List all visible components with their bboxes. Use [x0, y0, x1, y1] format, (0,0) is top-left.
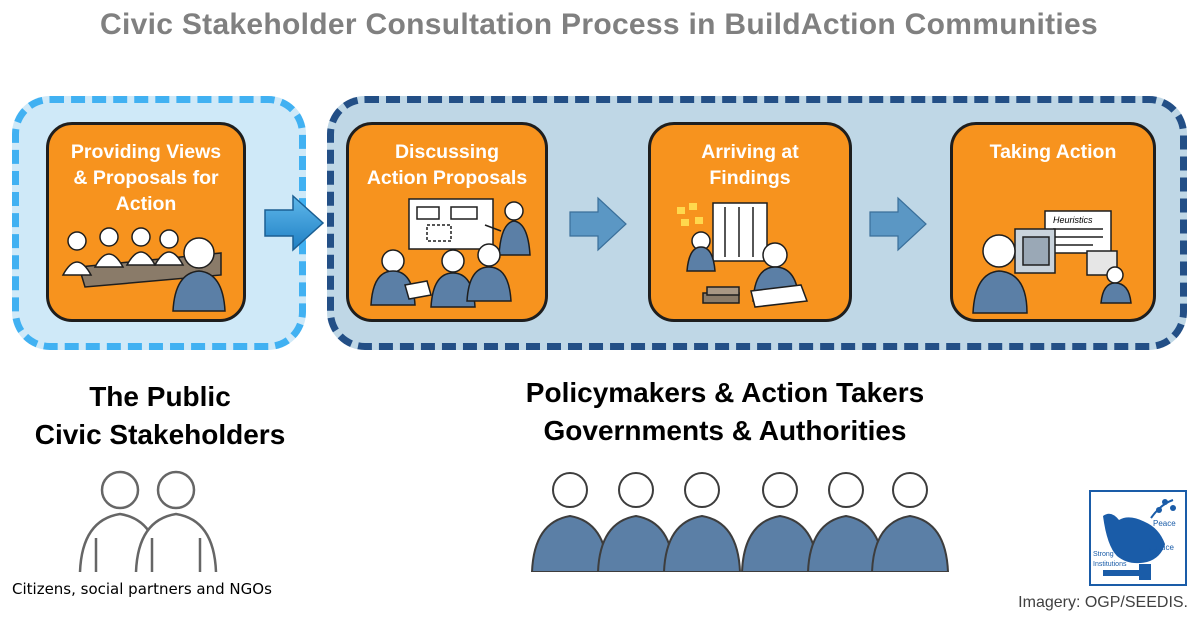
- public-heading-line2: Civic Stakeholders: [34, 419, 286, 450]
- stage-label: Providing Views & Proposals for Action: [70, 141, 222, 215]
- logo-justice-text: Justice: [1149, 543, 1174, 552]
- taking-action-illustration: Heuristics: [972, 210, 1132, 314]
- stage-label: Taking Action: [989, 141, 1117, 163]
- heuristics-board-label: Heuristics: [1053, 215, 1093, 225]
- page-title: Civic Stakeholder Consultation Process i…: [100, 8, 1098, 41]
- policy-heading: Policymakers & Action Takers Governments…: [460, 374, 990, 450]
- logo-strong-text: Strong: [1093, 551, 1114, 558]
- stage-findings: Arriving at Findings: [648, 122, 852, 322]
- imagery-credit: Imagery: OGP/SEEDIS.: [1018, 594, 1188, 611]
- stage-providing-views: Providing Views & Proposals for Action: [46, 122, 246, 322]
- peace-justice-logo: Peace Justice Strong Institutions: [1089, 490, 1187, 586]
- arrow-right-icon: [264, 194, 325, 252]
- policy-people-icon: [530, 472, 950, 572]
- stage-label: Arriving at Findings: [701, 141, 799, 189]
- public-heading-line1: The Public: [89, 381, 231, 412]
- logo-peace-text: Peace: [1153, 519, 1176, 528]
- policy-heading-line1: Policymakers & Action Takers: [525, 377, 925, 408]
- logo-institutions-text: Institutions: [1093, 561, 1127, 568]
- policy-heading-line2: Governments & Authorities: [543, 415, 907, 446]
- public-caption: Citizens, social partners and NGOs: [12, 580, 272, 598]
- stage-taking-action: Heuristics Taking Action: [950, 122, 1156, 322]
- stage-label: Discussing Action Proposals: [366, 141, 528, 189]
- discussion-illustration: [370, 198, 531, 308]
- meeting-illustration: [61, 227, 226, 312]
- arrow-right-icon: [869, 196, 927, 252]
- findings-illustration: [677, 202, 809, 308]
- arrow-right-icon: [569, 196, 627, 252]
- public-people-icon: [78, 470, 218, 573]
- public-heading: The Public Civic Stakeholders: [10, 378, 310, 454]
- stage-discussing: Discussing Action Proposals: [346, 122, 548, 322]
